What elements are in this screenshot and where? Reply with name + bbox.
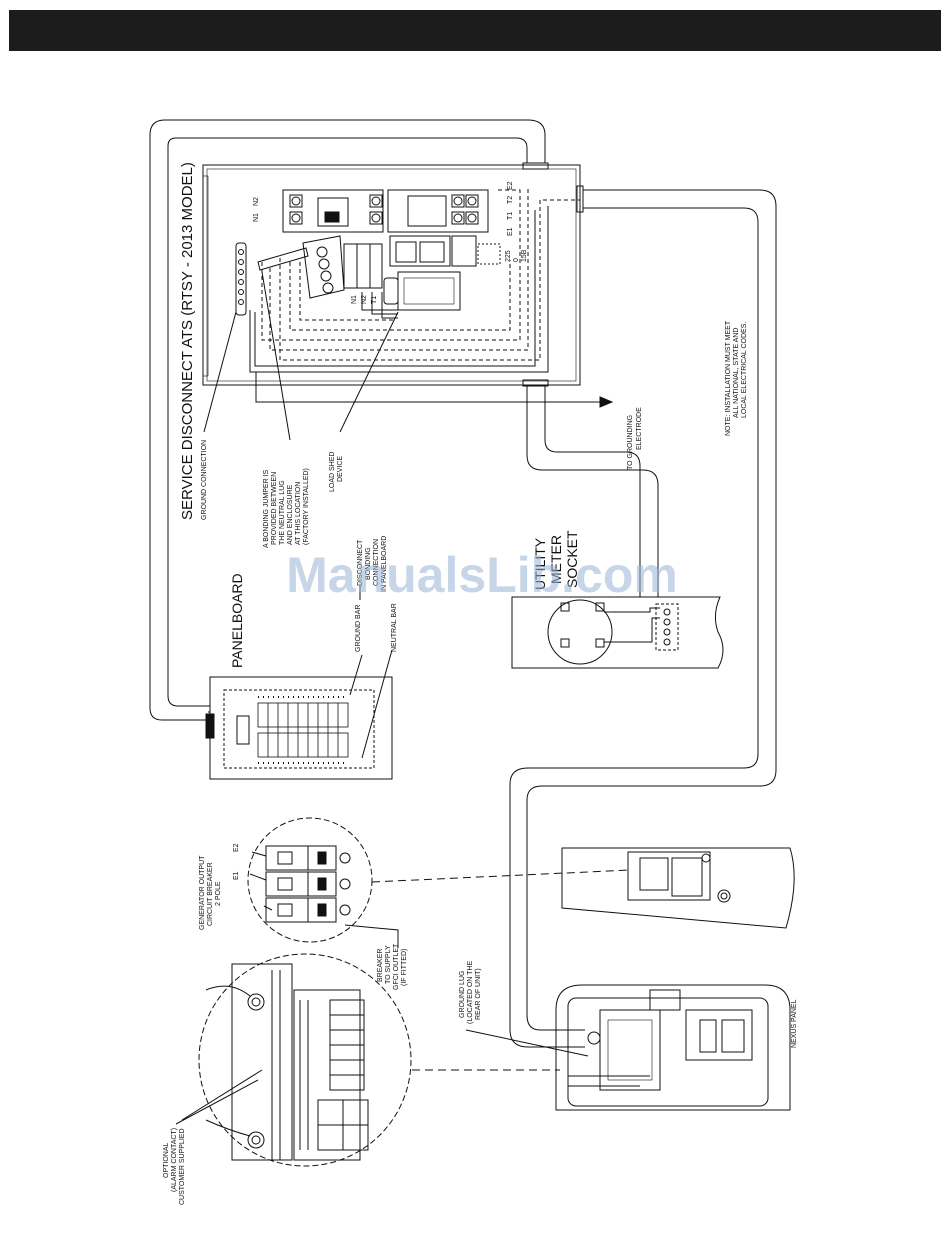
- bonding-line-2: THE NEUTRAL LUG: [279, 480, 286, 545]
- header-bar: [9, 10, 941, 51]
- panelboard-label: PANELBOARD: [229, 573, 245, 668]
- bonding-line-1: PROVIDED BETWEEN: [271, 472, 278, 545]
- terminal-e2: E2: [507, 181, 514, 190]
- nexus-panel-label: NEXUS PANEL: [791, 999, 798, 1048]
- small-term-225: 225: [505, 250, 512, 262]
- generator-unit: [465, 984, 791, 1111]
- small-term-15b: 15B: [521, 249, 528, 262]
- to-grounding-line-0: TO GROUNDING: [627, 415, 634, 470]
- bonding-line-5: (FACTORY INSTALLED): [303, 468, 310, 545]
- ats-enclosure: [202, 164, 614, 408]
- bonding-line-4: AT THIS LOCATION: [295, 482, 302, 545]
- ground-connection-label: GROUND CONNECTION: [201, 440, 208, 520]
- load-terminal-n1: N1: [351, 295, 358, 304]
- label-group: SERVICE DISCONNECT ATS (RTSY - 2013 MODE…: [163, 162, 798, 1205]
- conduit-top-loop: [149, 119, 549, 721]
- ground-bar-label: GROUND BAR: [355, 605, 362, 652]
- gfci-line-2: GFCI OUTLET: [393, 943, 400, 990]
- wiring-detail: [175, 953, 560, 1167]
- alarm-line-1: (ALARM CONTACT): [171, 1128, 178, 1192]
- gen-breaker-line-2: 2 POLE: [215, 881, 222, 906]
- gfci-line-3: (IF FITTED): [401, 949, 408, 986]
- load-shed-line-1: DEVICE: [337, 456, 344, 482]
- ats-title: SERVICE DISCONNECT ATS (RTSY - 2013 MODE…: [179, 162, 196, 520]
- conduit-generator: [509, 185, 777, 1048]
- terminal-e1: E1: [507, 227, 514, 236]
- panelboard: [205, 585, 393, 780]
- disconnect-line-3: IN PANELBOARD: [381, 536, 388, 592]
- load-terminal-n2: N2: [361, 295, 368, 304]
- meter-socket: [511, 596, 724, 669]
- generator-side-view: [561, 847, 795, 929]
- load-terminal-t1: T1: [371, 296, 378, 304]
- alarm-line-0: OPTIONAL: [163, 1142, 170, 1178]
- breaker-detail: [247, 817, 631, 948]
- gen-breaker-line-1: CIRCUIT BREAKER: [207, 862, 214, 926]
- leader-lines-ats: [203, 271, 399, 441]
- note-line-0: NOTE: INSTALLATION MUST MEET: [725, 320, 732, 436]
- bonding-jumper-label: A BONDING JUMPER IS PROVIDED BETWEEN THE…: [263, 468, 310, 548]
- load-shed-line-0: LOAD SHED: [329, 452, 336, 492]
- terminal-t2: T2: [507, 196, 514, 204]
- disconnect-line-0: DISCONNECT: [357, 539, 364, 586]
- bonding-line-0: A BONDING JUMPER IS: [263, 469, 270, 548]
- gfci-line-1: TO SUPPLY: [385, 945, 392, 984]
- e2-label: E2: [233, 843, 240, 852]
- terminal-n2: N2: [253, 197, 260, 206]
- to-grounding-line-1: ELECTRODE: [636, 407, 643, 450]
- terminal-t1: T1: [507, 212, 514, 220]
- utility-line-1: METER: [548, 535, 564, 584]
- note-line-1: ALL NATIONAL, STATE AND: [733, 328, 740, 418]
- gen-breaker-line-0: GENERATOR OUTPUT: [199, 855, 206, 930]
- bonding-line-3: AND ENCLOSURE: [287, 484, 294, 545]
- alarm-line-2: CUSTOMER SUPPLIED: [179, 1129, 186, 1206]
- note-line-2: LOCAL ELECTRICAL CODES.: [741, 322, 748, 418]
- ground-lug-line-1: (LOCATED ON THE: [467, 961, 474, 1024]
- disconnect-line-1: BONDING: [365, 547, 372, 580]
- disconnect-line-2: CONNECTION: [373, 539, 380, 586]
- ground-lug-line-2: REAR OF UNIT): [475, 968, 482, 1020]
- utility-line-2: SOCKET: [564, 530, 580, 588]
- terminal-n1: N1: [253, 213, 260, 222]
- small-term-0: 0: [513, 258, 520, 262]
- conduit-meter: [522, 379, 659, 597]
- neutral-bar-label: NEUTRAL BAR: [391, 603, 398, 652]
- ground-lug-line-0: GROUND LUG: [459, 971, 466, 1018]
- gfci-line-0: BREAKER: [377, 949, 384, 982]
- utility-line-0: UTILITY: [532, 537, 548, 590]
- e1-label: E1: [233, 871, 240, 880]
